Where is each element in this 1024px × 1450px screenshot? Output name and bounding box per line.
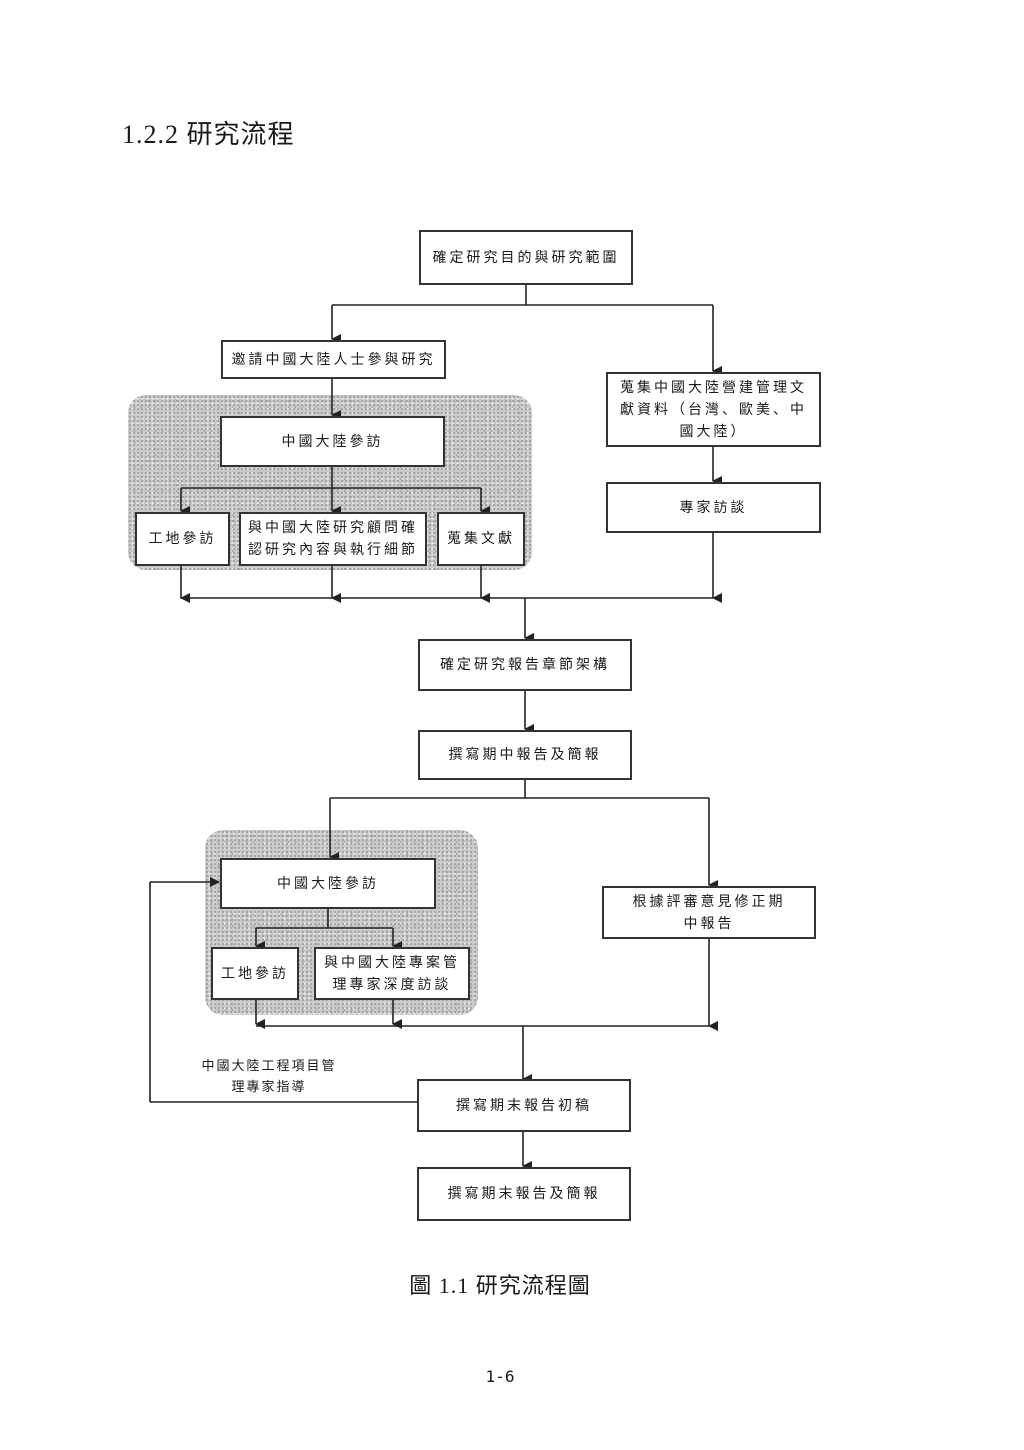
node-invite-experts: 邀請中國大陸人士參與研究 <box>221 340 446 379</box>
node-mainland-visit-1: 中國大陸參訪 <box>220 416 445 467</box>
section-heading: 1.2.2 研究流程 <box>122 120 295 149</box>
node-collect-docs: 蒐集文獻 <box>437 512 525 566</box>
node-expert-interview: 專家訪談 <box>606 482 821 533</box>
page-number: 1-6 <box>485 1367 515 1386</box>
node-final-draft: 撰寫期末報告初稿 <box>417 1079 631 1132</box>
node-midterm-report: 撰寫期中報告及簡報 <box>418 730 632 780</box>
node-report-structure: 確定研究報告章節架構 <box>418 639 632 691</box>
node-final-report: 撰寫期末報告及簡報 <box>417 1167 631 1221</box>
node-deep-interview: 與中國大陸專案管理專家深度訪談 <box>314 947 470 1000</box>
feedback-label: 中國大陸工程項目管理專家指導 <box>201 1059 337 1095</box>
node-collect-literature: 蒐集中國大陸營建管理文獻資料（台灣、歐美、中國大陸） <box>606 372 821 447</box>
node-mainland-visit-2: 中國大陸參訪 <box>220 858 436 909</box>
node-site-visit-1: 工地參訪 <box>135 512 230 566</box>
node-revise-midterm: 根據評審意見修正期中報告 <box>602 886 816 939</box>
node-confirm-with-advisors: 與中國大陸研究顧問確認研究內容與執行細節 <box>239 512 427 566</box>
figure-caption: 圖 1.1 研究流程圖 <box>409 1273 591 1298</box>
node-site-visit-2: 工地參訪 <box>211 947 299 1000</box>
node-define-scope: 確定研究目的與研究範圍 <box>419 230 633 285</box>
